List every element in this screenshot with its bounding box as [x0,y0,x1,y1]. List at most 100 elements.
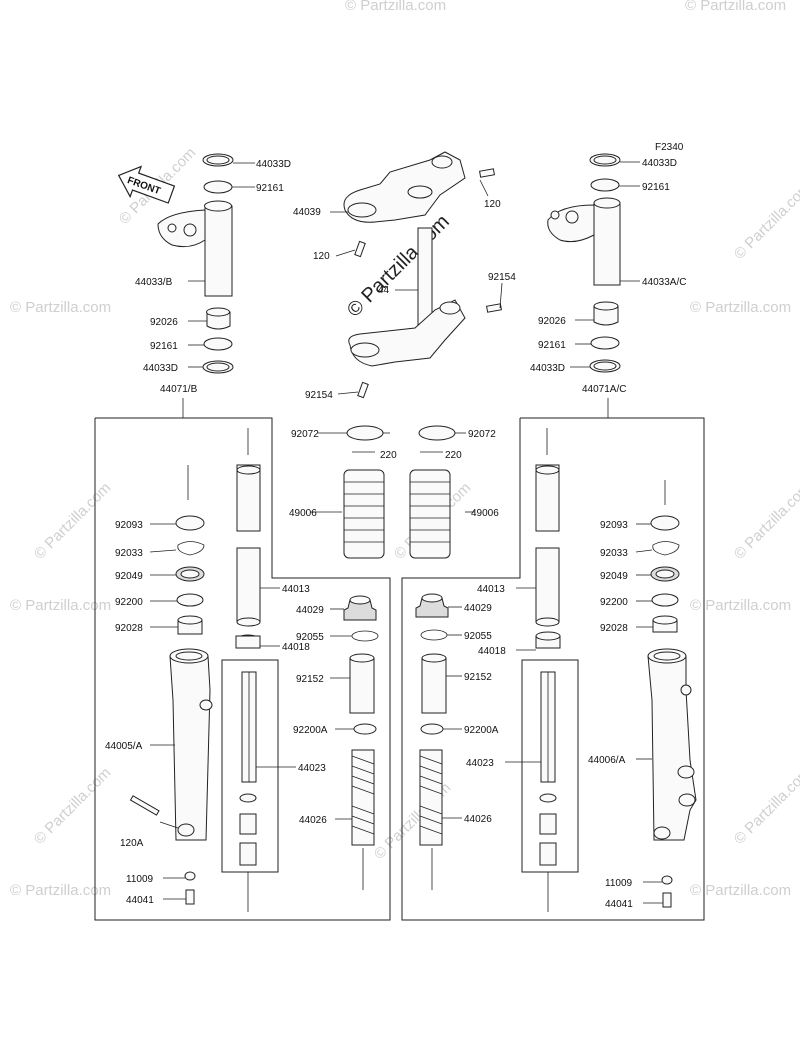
label-44023: 44023 [466,758,494,769]
watermark-text: © Partzilla.com [690,299,791,316]
bolt-44041-left [185,889,195,905]
label-44029: 44029 [464,603,492,614]
label-44018: 44018 [282,642,310,653]
right-upper-tube-group [547,153,640,373]
boot-49006-right [409,469,451,559]
spacer-92152-left [349,657,375,714]
label-44026: 44026 [299,815,327,826]
label-92200: 92200 [600,597,628,608]
label-92049: 92049 [115,571,143,582]
watermark-text: © Partzilla.com [690,597,791,614]
tube-44033b [204,205,233,297]
label-92028: 92028 [600,623,628,634]
watermark-text: © Partzilla.com [10,299,111,316]
right-damper-box [521,659,579,873]
washer-11009-left [184,871,196,881]
label-92161: 92161 [150,341,178,352]
label-49006: 49006 [289,508,317,519]
oring-92055-left [351,630,379,642]
ring-92161-right [590,336,620,350]
upper-bracket-44039 [343,151,466,223]
washer-92200a-right [420,723,444,735]
label-120: 120 [313,251,330,262]
label-11009: 11009 [126,874,154,885]
label-49006: 49006 [471,508,499,519]
label-92154: 92154 [488,272,516,283]
bushing-92026-left [206,311,231,330]
label-92033: 92033 [115,548,143,559]
cap-44029-right [415,597,449,618]
figure-code: F2340 [655,142,684,153]
label-92152: 92152 [464,672,492,683]
seal-92093-left [175,515,205,531]
label-44033d: 44033D [143,363,178,374]
label-44071b: 44071/B [160,384,198,395]
label-92161: 92161 [538,340,566,351]
label-44033ac: 44033A/C [642,277,686,288]
label-92152: 92152 [296,674,324,685]
watermark-text: © Partzilla.com [10,882,111,899]
label-92200a: 92200A [293,725,328,736]
clamp-92072-left [346,425,384,441]
label-92200: 92200 [115,597,143,608]
outer-tube-44006a [647,655,697,841]
watermark-text: © Partzilla.com [731,479,800,562]
bolt-120a-left [129,795,160,816]
label-11009: 11009 [605,878,633,889]
watermark-text: © Partzilla.com [31,479,114,562]
watermark-text: © Partzilla.com [685,0,786,14]
clamp-92072-right [418,425,456,441]
label-92026: 92026 [150,317,178,328]
label-120a: 120A [120,838,144,849]
ring-92161-top-left [203,180,233,194]
spring-44026-left [351,749,375,846]
bracket-left [157,209,206,248]
label-92161: 92161 [256,183,284,194]
label-92055: 92055 [464,631,492,642]
boots-group [310,425,475,559]
inner-tube-44013-left [236,464,261,532]
label-44033d: 44033D [642,158,677,169]
inner-tube-44013-right [535,464,560,532]
label-44013: 44013 [477,584,505,595]
watermark-text: © Partzilla.com [731,764,800,847]
label-44018: 44018 [478,646,506,657]
label-44026: 44026 [464,814,492,825]
label-120: 120 [484,199,501,210]
watermark-text: © Partzilla.com [31,764,114,847]
ring-92161-left [203,337,233,351]
spacer-92152-right [421,657,447,714]
washer-11009-right [661,875,673,885]
center-watermark: © Partzilla.com [343,211,454,322]
label-44013: 44013 [282,584,310,595]
watermark-text: © Partzilla.com [345,0,446,14]
label-44006a: 44006/A [588,755,626,766]
left-upper-tube-group [157,153,255,374]
label-44: 44 [378,285,390,296]
assembly-boxes [94,398,705,921]
label-92049: 92049 [600,571,628,582]
spring-44026-right [419,749,443,846]
label-44041: 44041 [126,895,154,906]
clip-92033-left [177,541,205,556]
tube-44033ac [593,202,621,286]
label-92055: 92055 [296,632,324,643]
label-92028: 92028 [115,623,143,634]
right-fork-box [401,417,705,921]
label-220: 220 [380,450,397,461]
ring-92200-right [651,593,679,607]
label-92093: 92093 [115,520,143,531]
left-damper-box [221,659,279,873]
left-fork-lower-group [129,428,379,912]
washer-92200a-left [353,723,377,735]
label-92200a: 92200A [464,725,499,736]
steering-stem-group [330,151,503,399]
label-92161: 92161 [642,182,670,193]
label-44005a: 44005/A [105,741,143,752]
boot-49006-left [343,469,385,559]
label-44033b: 44033/B [135,277,173,288]
label-44041: 44041 [605,899,633,910]
right-fork-lower-group [415,428,697,912]
bushing-92026-right [593,305,619,326]
